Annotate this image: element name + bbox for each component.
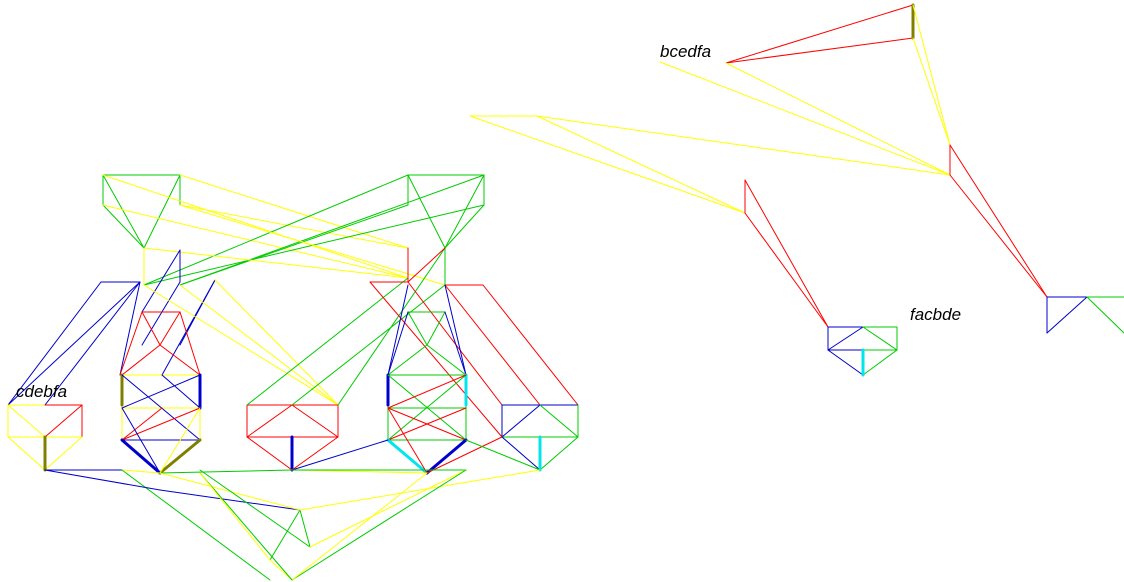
graph-edge	[45, 470, 160, 490]
graph-edge	[160, 470, 292, 473]
graph-edge	[160, 490, 300, 510]
graph-edge	[292, 440, 388, 470]
graph-edge	[466, 440, 540, 470]
graph-edge	[470, 116, 745, 213]
graph-edge	[247, 278, 408, 405]
graph-edge	[142, 250, 180, 312]
graph-edge	[103, 205, 408, 278]
node-label-cdebfa: cdebfa	[16, 382, 67, 401]
graph-edge	[144, 248, 408, 278]
graph-edge	[270, 510, 300, 560]
graph-edge	[122, 375, 200, 408]
graph-edge	[270, 560, 292, 580]
graph-edge	[247, 405, 292, 437]
graph-edge	[726, 5, 913, 63]
graph-edge	[8, 437, 45, 470]
graph-edge	[200, 473, 292, 580]
graph-edge	[660, 62, 950, 175]
graph-edge	[745, 180, 828, 327]
graph-edge	[45, 437, 82, 470]
graph-edge	[427, 312, 445, 345]
graph-edge	[540, 405, 578, 437]
graph-edge	[200, 473, 270, 560]
graph-edge	[162, 375, 200, 408]
graph-edge	[160, 312, 180, 345]
graph-edge	[726, 38, 913, 63]
graph-edge	[408, 248, 445, 282]
graph-edge	[162, 280, 215, 375]
graph-edge	[408, 312, 427, 345]
graph-edge	[292, 437, 338, 470]
graph-edge	[427, 440, 466, 473]
graph-edge	[144, 175, 180, 248]
graph-edge	[950, 145, 1047, 297]
graph-edge	[445, 312, 466, 375]
graph-edge	[142, 282, 180, 345]
graph-edge	[120, 282, 140, 375]
graph-edge	[863, 327, 897, 350]
graph-edge	[502, 405, 540, 437]
graph-edge	[160, 440, 200, 473]
graph-edge	[45, 405, 82, 437]
graph-edge	[1087, 297, 1124, 333]
graph-edge	[828, 327, 863, 350]
graph-edge	[540, 437, 578, 470]
graph-edge	[300, 470, 540, 510]
graph-edge	[122, 345, 160, 375]
graph-edge	[144, 285, 338, 405]
graph-edge	[388, 375, 466, 408]
graph-edge	[828, 350, 863, 375]
graph-edge	[1047, 297, 1087, 333]
graph-edge	[408, 175, 445, 248]
graph-edge	[215, 280, 338, 405]
graph-edge	[913, 5, 950, 145]
graph-edge	[180, 175, 484, 285]
graph-edge	[160, 345, 200, 375]
graph-edge	[120, 312, 142, 375]
graph-edge	[370, 282, 502, 437]
graph-edge	[537, 116, 950, 175]
graph-edge	[745, 213, 828, 327]
graph-edge	[292, 473, 427, 580]
graph-edges	[8, 5, 1124, 580]
graph-edge	[292, 285, 445, 405]
graph-edge	[122, 440, 160, 473]
graph-edge	[388, 440, 427, 473]
graph-edge	[292, 405, 338, 437]
graph-edge	[247, 437, 292, 470]
graph-edge	[122, 470, 270, 580]
graph-edge	[863, 350, 897, 375]
graph-edge	[913, 38, 950, 145]
graph-edge	[950, 175, 1047, 297]
graph-edge	[122, 470, 160, 473]
graph-edge	[103, 175, 408, 278]
graph-edge	[483, 285, 578, 405]
graph-edge	[8, 405, 45, 437]
graph-edge	[502, 437, 540, 470]
node-label-facbde: facbde	[910, 305, 961, 324]
graph-edge	[180, 312, 200, 375]
graph-edge	[122, 408, 200, 440]
graph-edge	[122, 408, 162, 440]
graph-edge	[292, 470, 466, 580]
node-label-bcedfa: bcedfa	[660, 42, 711, 61]
graph-edge	[310, 470, 466, 547]
graph-edge	[726, 63, 950, 175]
